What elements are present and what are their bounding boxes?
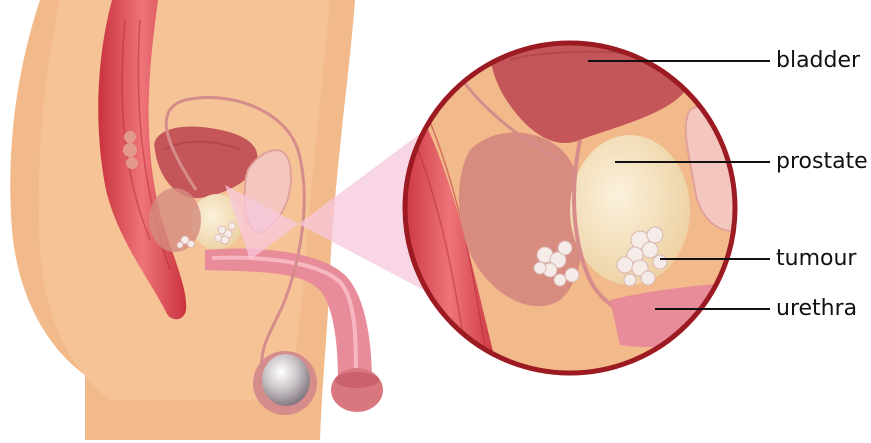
- prostate-label: prostate: [776, 151, 868, 173]
- testis: [262, 354, 310, 406]
- glans-rim: [335, 372, 379, 388]
- tumour-label: tumour: [776, 248, 856, 270]
- urethra-label: urethra: [776, 298, 857, 320]
- bladder-label: bladder: [776, 50, 860, 72]
